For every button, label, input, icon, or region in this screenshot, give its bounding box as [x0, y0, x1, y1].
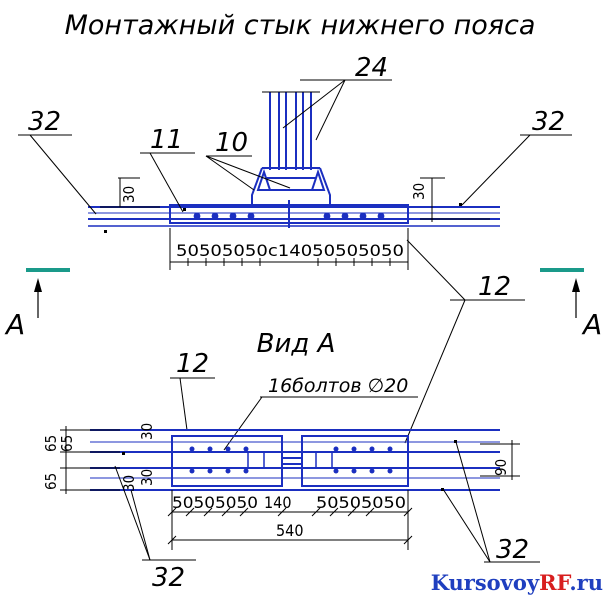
brand-red: RF — [539, 570, 571, 595]
bolts-note: 16болтов ∅20 — [268, 375, 408, 397]
top-joint-view: 50505050с14050505050 30 30 — [18, 53, 572, 444]
leader-lines-top — [18, 79, 572, 444]
label-12-right: 12 — [478, 272, 511, 302]
view-a-left-dims — [60, 426, 120, 494]
brand-watermark: KursovoyRF.ru — [431, 570, 603, 595]
view-a-plan — [90, 429, 500, 491]
section-label-right: А — [581, 308, 602, 341]
top-dimension-values: 50505050с14050505050 — [176, 241, 404, 260]
dim-30-bottom-left: 30 — [120, 475, 138, 492]
dim-65-b: 65 — [58, 435, 76, 452]
dim-row-right: 50505050 — [316, 493, 406, 512]
gusset-plate — [251, 167, 331, 205]
label-10: 10 — [215, 128, 248, 158]
dim-540: 540 — [276, 521, 303, 540]
section-label-left: А — [4, 308, 25, 341]
section-mark-left: А — [4, 268, 70, 341]
dim-30-left: 30 — [120, 186, 138, 203]
bolts-plan — [189, 446, 393, 474]
view-a-title: Вид А — [257, 329, 336, 359]
label-32-top-right: 32 — [532, 107, 565, 137]
label-32-bottom-right: 32 — [496, 535, 529, 565]
section-mark-right: А — [540, 268, 602, 341]
dim-90: 90 — [492, 459, 510, 476]
drawing-title: Монтажный стык нижнего пояса — [65, 10, 536, 41]
label-11: 11 — [150, 125, 183, 155]
label-24: 24 — [355, 53, 388, 83]
dim-65-a: 65 — [42, 435, 60, 452]
dim-65-c: 65 — [42, 473, 60, 490]
dim-30-right: 30 — [410, 183, 428, 200]
vertical-member — [262, 91, 320, 170]
brand-suffix: .ru — [569, 570, 603, 595]
dim-30-top-left: 30 — [138, 423, 156, 440]
label-32-top-left: 32 — [28, 107, 61, 137]
leader-lines-bottom — [114, 441, 540, 563]
brand-blue: Kursovoy — [431, 570, 540, 595]
dim-row-left: 50505050 — [172, 493, 258, 512]
view-a-bottom-dims — [167, 490, 413, 550]
dim-140: 140 — [264, 493, 291, 512]
label-12-left: 12 — [176, 349, 209, 379]
bolts-top — [193, 212, 385, 220]
label-32-bottom-left: 32 — [152, 563, 185, 593]
dim-30-mid-left: 30 — [138, 469, 156, 486]
top-dimension-chain — [169, 228, 409, 270]
bottom-chord — [88, 200, 500, 228]
